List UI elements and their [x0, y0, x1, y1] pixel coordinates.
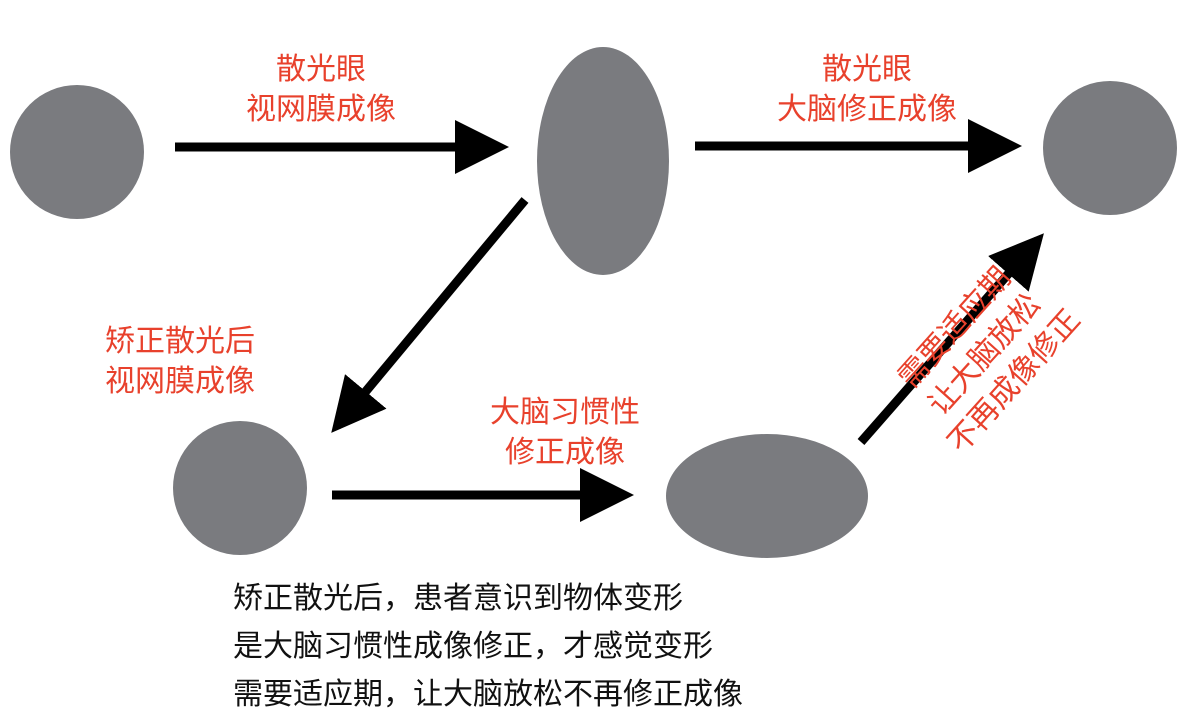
corrected-retina-circle	[173, 421, 307, 555]
arrow-diagonal-up	[857, 233, 1044, 445]
label-astigmatism-retina: 散光眼 视网膜成像	[246, 52, 396, 127]
label-astigmatism-brain: 散光眼 大脑修正成像	[777, 52, 957, 127]
corrected-circle	[1043, 81, 1177, 215]
label-corrected-retina: 矫正散光后 视网膜成像	[105, 324, 255, 399]
brain-habit-ellipse	[666, 434, 868, 558]
arrow-diagonal-down	[331, 197, 529, 433]
astigmatic-ellipse	[537, 47, 669, 275]
original-circle	[10, 85, 144, 219]
label-brain-habit: 大脑习惯性 修正成像	[490, 395, 640, 470]
caption: 矫正散光后，患者意识到物体变形 是大脑习惯性成像修正，才感觉变形 需要适应期，让…	[233, 581, 743, 712]
